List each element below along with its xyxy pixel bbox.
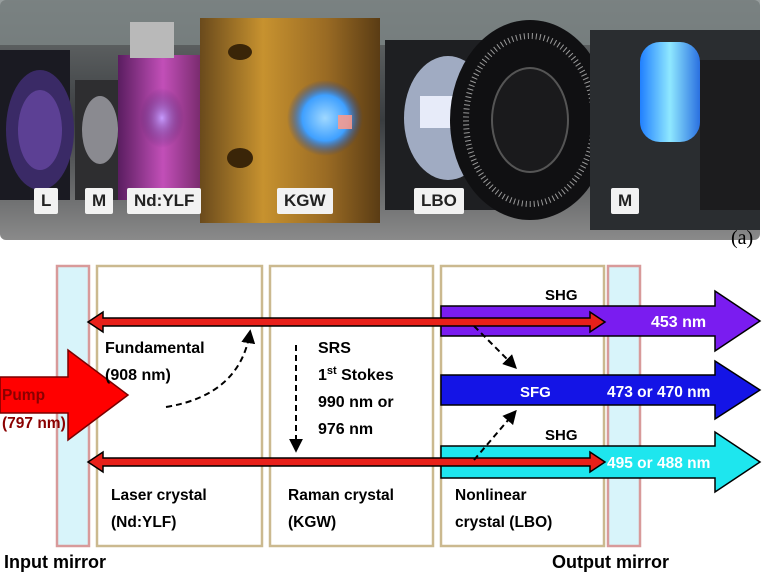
laser-crystal-box [95,264,264,548]
raman-crystal-label-2: (KGW) [288,514,336,531]
output-mirror-glow [640,42,700,142]
fundamental-label-2: (908 nm) [105,367,171,384]
shg-bottom-label: SHG [545,427,578,444]
photo-label-mirror-right: M [611,188,640,214]
sfg-input-arrow-bottom [473,409,517,461]
srs-wavelength-2: 976 nm [318,421,373,438]
output-mirror-label: Output mirror [552,552,669,572]
photo-label-lens: L [34,188,59,214]
laser-crystal-label-1: Laser crystal [111,487,207,504]
output-453-label: 453 nm [651,314,706,331]
input-mirror-label: Input mirror [4,552,106,572]
srs-stokes-label: 1st Stokes [318,365,394,384]
photo-label-mirror-left: M [85,188,114,214]
fundamental-conversion-arrow [165,329,256,408]
shg-top-label: SHG [545,287,578,304]
photo-label-lbo: LBO [414,188,464,214]
intracavity-arrow-bottom [86,450,607,474]
laser-crystal-label-2: (Nd:YLF) [111,514,176,531]
photo-label-kgw: KGW [277,188,333,214]
photo-label-ndylf: Nd:YLF [127,188,202,214]
raman-crystal-label-1: Raman crystal [288,487,394,504]
srs-wavelength-1: 990 nm or [318,394,394,411]
pump-label-1: Pump [2,387,45,404]
fundamental-label-1: Fundamental [105,340,205,357]
output-473-label: 473 or 470 nm [607,384,710,401]
pump-arrow [0,348,130,442]
output-arrow-sfg [440,359,762,421]
raman-crystal-box [268,264,435,548]
mirror-M-left [82,96,118,164]
intracavity-arrow-top [86,310,607,334]
panel-label: (a) [731,227,754,249]
srs-label: SRS [318,340,351,357]
nonlinear-crystal-label-1: Nonlinear [455,487,526,504]
output-495-label: 495 or 488 nm [607,455,710,472]
sfg-label: SFG [520,384,551,401]
nonlinear-crystal-label-2: crystal (LBO) [455,514,552,531]
pump-label-2: (797 nm) [2,415,66,432]
